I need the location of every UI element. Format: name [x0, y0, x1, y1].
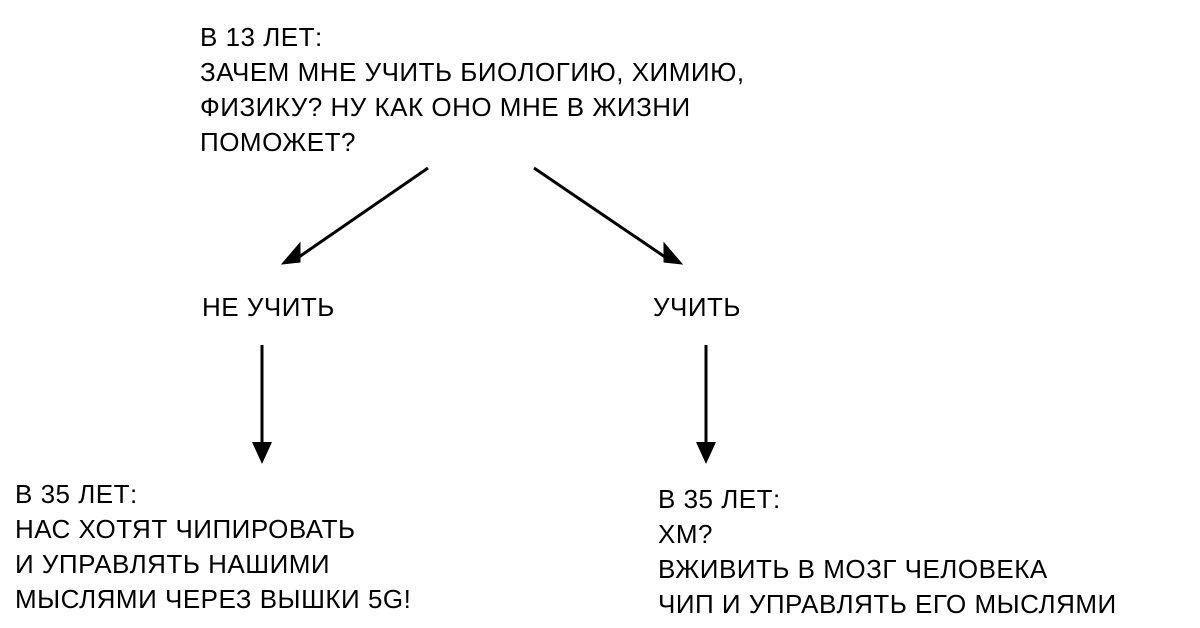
question-at-13: В 13 ЛЕТ: ЗАЧЕМ МНЕ УЧИТЬ БИОЛОГИЮ, ХИМИ… — [200, 20, 745, 160]
arrow-to-left-outcome — [252, 345, 272, 464]
outcome-line: ХМ? — [658, 519, 713, 549]
arrow-to-not-learn — [280, 166, 429, 265]
question-line: ФИЗИКУ? НУ КАК ОНО МНЕ В ЖИЗНИ — [200, 92, 691, 122]
question-line: ПОМОЖЕТ? — [200, 127, 356, 157]
question-line: В 13 ЛЕТ: — [200, 22, 323, 52]
outcome-learn: В 35 ЛЕТ: ХМ? ВЖИВИТЬ В МОЗГ ЧЕЛОВЕКА ЧИ… — [658, 482, 1117, 622]
outcome-line: ВЖИВИТЬ В МОЗГ ЧЕЛОВЕКА — [658, 554, 1048, 584]
outcome-not-learn: В 35 ЛЕТ: НАС ХОТЯТ ЧИПИРОВАТЬ И УПРАВЛЯ… — [15, 477, 411, 617]
outcome-line: ЧИП И УПРАВЛЯТЬ ЕГО МЫСЛЯМИ — [658, 589, 1117, 619]
branch-learn: УЧИТЬ — [653, 292, 741, 322]
question-line: ЗАЧЕМ МНЕ УЧИТЬ БИОЛОГИЮ, ХИМИЮ, — [200, 57, 745, 87]
outcome-line: В 35 ЛЕТ: — [15, 479, 138, 509]
outcome-line: И УПРАВЛЯТЬ НАШИМИ — [15, 549, 331, 579]
branch-not-learn: НЕ УЧИТЬ — [202, 292, 335, 322]
outcome-line: МЫСЛЯМИ ЧЕРЕЗ ВЫШКИ 5G! — [15, 584, 412, 614]
arrow-to-right-outcome — [696, 345, 716, 464]
arrow-to-learn — [533, 166, 684, 265]
outcome-line: НАС ХОТЯТ ЧИПИРОВАТЬ — [15, 514, 356, 544]
outcome-line: В 35 ЛЕТ: — [658, 484, 781, 514]
